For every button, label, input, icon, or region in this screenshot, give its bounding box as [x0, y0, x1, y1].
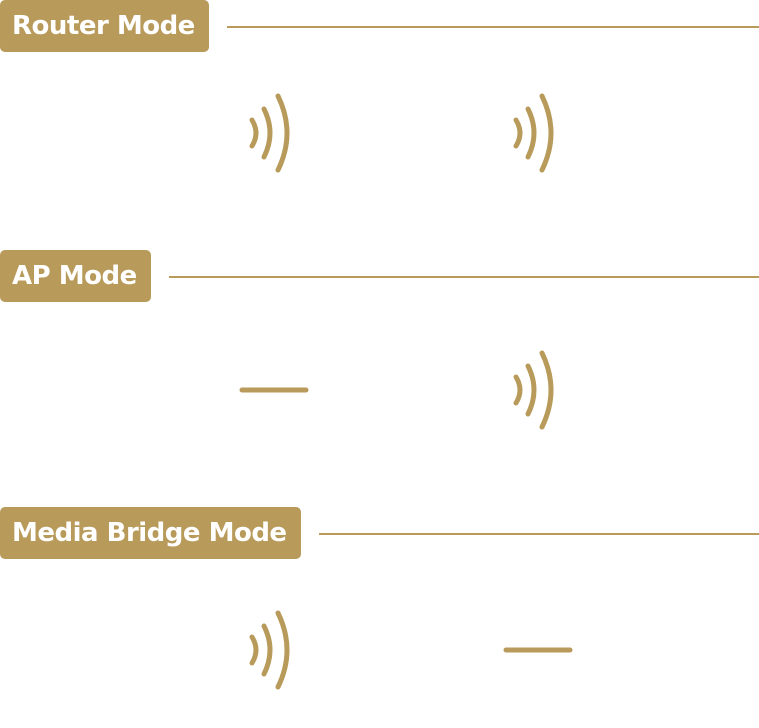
dash-icon [502, 607, 582, 697]
mode-label-badge: Media Bridge Mode [0, 507, 301, 559]
section-divider-line [169, 276, 759, 278]
mode-section-router: Router Mode [0, 0, 759, 200]
mode-label-badge: AP Mode [0, 250, 151, 302]
dash-icon [238, 347, 318, 437]
section-divider-line [319, 533, 759, 535]
section-divider-line [227, 26, 759, 28]
mode-section-ap: AP Mode [0, 250, 759, 450]
wifi-signal-icon [238, 607, 318, 697]
mode-section-media-bridge: Media Bridge Mode [0, 507, 759, 707]
wifi-signal-icon [502, 347, 582, 437]
wifi-signal-icon [502, 90, 582, 180]
wifi-signal-icon [238, 90, 318, 180]
mode-label-badge: Router Mode [0, 0, 209, 52]
